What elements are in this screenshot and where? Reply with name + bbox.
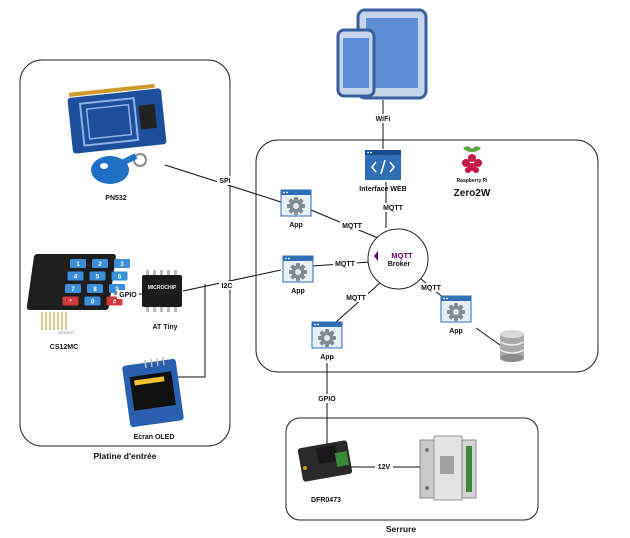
relay-module — [297, 440, 353, 482]
keypad-key — [111, 271, 128, 281]
spi-label: SPI — [219, 178, 230, 185]
app-gpio-icon — [312, 322, 342, 348]
pn532-module — [67, 83, 167, 154]
app-db-label: App — [449, 328, 463, 335]
keypad-key — [65, 284, 81, 293]
i2c-label: I2C — [222, 283, 233, 290]
lock-title: Serrure — [386, 524, 417, 534]
mqtt-app2-label: MQTT — [335, 261, 356, 268]
keypad-key-label: 6 — [118, 275, 122, 281]
mqtt-logo-icon — [374, 251, 378, 261]
entry-platform-box — [19, 59, 231, 447]
entry-platform-title: Platine d'entrée — [94, 451, 157, 461]
keypad-key — [92, 259, 108, 268]
keypad-key — [114, 259, 130, 268]
code-window-icon — [365, 150, 401, 180]
app-nfc-icon — [281, 190, 311, 216]
keypad: 123456789*0# DEVBOT — [26, 254, 130, 335]
relay-label: DFR0473 — [311, 497, 341, 504]
keypad-key-label: 8 — [93, 287, 97, 293]
keypad-key — [87, 284, 103, 293]
oled-line — [178, 284, 206, 378]
keypad-key — [84, 296, 101, 306]
app-i2c-icon — [283, 256, 313, 282]
keypad-key — [89, 271, 106, 281]
board-brand: Raspberry Pi — [457, 178, 488, 184]
rfid-tag — [91, 153, 147, 184]
broker-logo: MQTT — [391, 251, 413, 260]
keypad-key-label: 3 — [120, 262, 124, 268]
keypad-key-label: # — [113, 300, 117, 306]
keypad-key — [62, 296, 79, 306]
board-name: Zero2W — [454, 188, 491, 199]
keypad-key-label: 4 — [74, 275, 78, 281]
pn532-label: PN532 — [105, 195, 127, 202]
mqtt-broker-node — [367, 228, 429, 290]
keypad-key-label: 7 — [71, 287, 75, 293]
keypad-key-label: 0 — [91, 300, 95, 306]
mqtt-app3-line — [335, 282, 381, 323]
app-db-icon — [441, 296, 471, 322]
electric-strike — [419, 435, 477, 501]
labels: WiFi SPI GPIO I2C Interface WEB MQTT MQT… — [50, 114, 463, 534]
keypad-brand: DEVBOT — [58, 330, 75, 335]
mobile-tablet-icon — [336, 8, 428, 100]
mqtt-app3-label: MQTT — [346, 295, 367, 302]
keypad-key-label: 5 — [96, 275, 100, 281]
app-nfc-label: App — [289, 222, 303, 229]
gpio-lock-label: GPIO — [318, 396, 336, 403]
wifi-label: WiFi — [376, 116, 391, 123]
v12-label: 12V — [378, 464, 391, 471]
raspberry-pi-icon — [462, 146, 482, 173]
keypad-key-label: * — [69, 300, 72, 306]
i2c-line — [182, 269, 282, 292]
attiny-chip: MICROCHIP — [142, 270, 182, 312]
keypad-label: CS12MC — [50, 344, 78, 351]
broker-label: Broker — [388, 261, 411, 268]
gpio-keypad-label: GPIO — [119, 292, 137, 299]
oled-label: Ecran OLED — [134, 434, 175, 441]
app-db-line — [475, 327, 501, 346]
keypad-key — [70, 259, 86, 268]
keypad-key-label: 2 — [98, 262, 102, 268]
app-i2c-label: App — [291, 288, 305, 295]
keypad-key-label: 1 — [76, 262, 80, 268]
oled-display — [122, 356, 184, 428]
mqtt-app4-label: MQTT — [421, 285, 442, 292]
app-gpio-label: App — [320, 354, 334, 361]
mqtt-web-label: MQTT — [383, 205, 404, 212]
interface-web-label: Interface WEB — [359, 186, 406, 193]
attiny-chip-brand: MICROCHIP — [148, 285, 177, 291]
attiny-label: AT Tiny — [152, 324, 177, 331]
mqtt-app1-label: MQTT — [342, 223, 363, 230]
keypad-key — [67, 271, 84, 281]
database-icon — [499, 330, 525, 362]
